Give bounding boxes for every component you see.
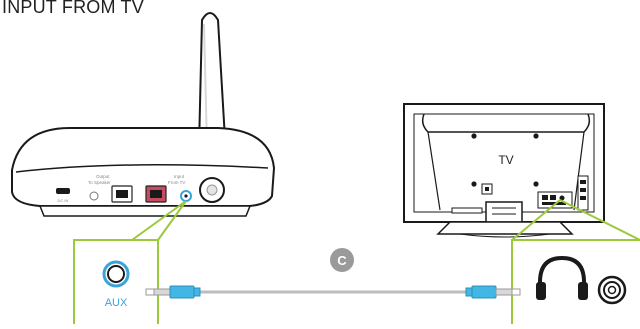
- optical-input-port[interactable]: [145, 185, 167, 203]
- step-badge: C: [330, 248, 354, 272]
- dc-in-port[interactable]: [56, 188, 70, 194]
- optical-input-label-2: From TV: [168, 180, 185, 185]
- optical-input-label-1: Input: [174, 174, 185, 179]
- tv-stand: [436, 201, 574, 238]
- diagram-title: INPUT FROM TV: [2, 0, 144, 17]
- right-cable-plug: [465, 285, 521, 299]
- dc-in-label: DC IN: [58, 198, 69, 203]
- aux-input-port[interactable]: [180, 190, 192, 202]
- tv-label: TV: [498, 153, 513, 167]
- right-callout: [511, 199, 640, 327]
- tv-port-cluster[interactable]: [537, 191, 573, 209]
- left-cable-plug: [145, 285, 201, 299]
- headphones-icon: [536, 255, 588, 300]
- optical-output-label-2: To Speaker: [88, 180, 111, 185]
- aux-port-icon: [102, 260, 130, 288]
- step-letter: C: [337, 253, 347, 268]
- optical-output-port[interactable]: [111, 185, 133, 203]
- aux-label: AUX: [105, 297, 128, 309]
- optical-output-label-1: Output: [96, 174, 110, 179]
- aux-cable: [145, 285, 521, 299]
- port-button[interactable]: [89, 191, 99, 201]
- transmitter-device: DC IN Output To Speaker Input From TV: [11, 12, 276, 217]
- left-callout: AUX: [73, 200, 187, 327]
- audio-jack-icon: [597, 275, 627, 305]
- tv: TV: [403, 103, 605, 238]
